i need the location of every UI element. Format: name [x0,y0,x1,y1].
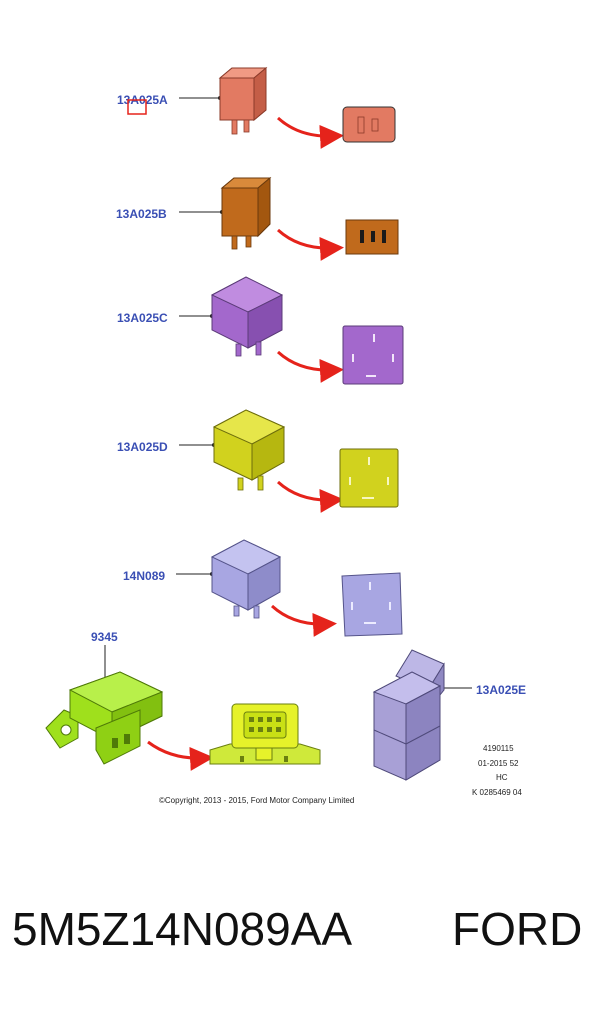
arrow [147,740,214,771]
relay-14n089: 14N089 [123,539,403,637]
relay-footprint [345,219,399,255]
relay-13a025c: 13A025C [117,276,404,385]
arrow [276,116,344,149]
arrow [276,228,344,261]
module-body [45,671,164,765]
relay-parts-diagram: 13A025A 13A025B [45,66,526,805]
copyright-notice: ©Copyright, 2013 - 2015, Ford Motor Comp… [159,796,354,805]
highlight-box [127,99,147,115]
callout-label-9345: 9345 [91,630,118,644]
caption-bar: 5M5Z14N089AA FORD [0,880,600,990]
relay-body [210,276,284,357]
relay-body [218,66,268,135]
relay-body [372,649,445,781]
module-footprint [209,703,321,765]
arrow [276,480,344,513]
meta-line-4: K 0285469 04 [472,788,522,797]
meta-line-2: 01-2015 52 [478,759,519,768]
relay-13a025e: 13A025E [372,649,526,781]
brand-name: FORD [452,903,583,955]
callout-label-13a025b: 13A025B [116,207,167,221]
part-number: 5M5Z14N089AA [12,903,353,955]
relay-body [220,176,272,250]
callout-label-13a025d: 13A025D [117,440,168,454]
callout-label-14n089: 14N089 [123,569,165,583]
callout-label-13a025c: 13A025C [117,311,168,325]
drawing-metadata: 4190115 01-2015 52 HC K 0285469 04 [472,744,522,797]
module-9345: 9345 [45,630,321,771]
relay-footprint [341,572,403,637]
relay-13a025d: 13A025D [117,409,399,513]
relay-footprint [339,448,399,508]
relay-body [212,409,286,491]
arrow [270,604,337,637]
arrow [276,350,344,383]
relay-13a025a: 13A025A [117,66,396,149]
meta-line-3: HC [496,773,508,782]
relay-body [210,539,282,619]
relay-13a025b: 13A025B [116,176,399,261]
meta-line-1: 4190115 [483,744,514,753]
callout-label-13a025e: 13A025E [476,683,526,697]
relay-footprint [342,106,396,143]
relay-footprint [342,325,404,385]
